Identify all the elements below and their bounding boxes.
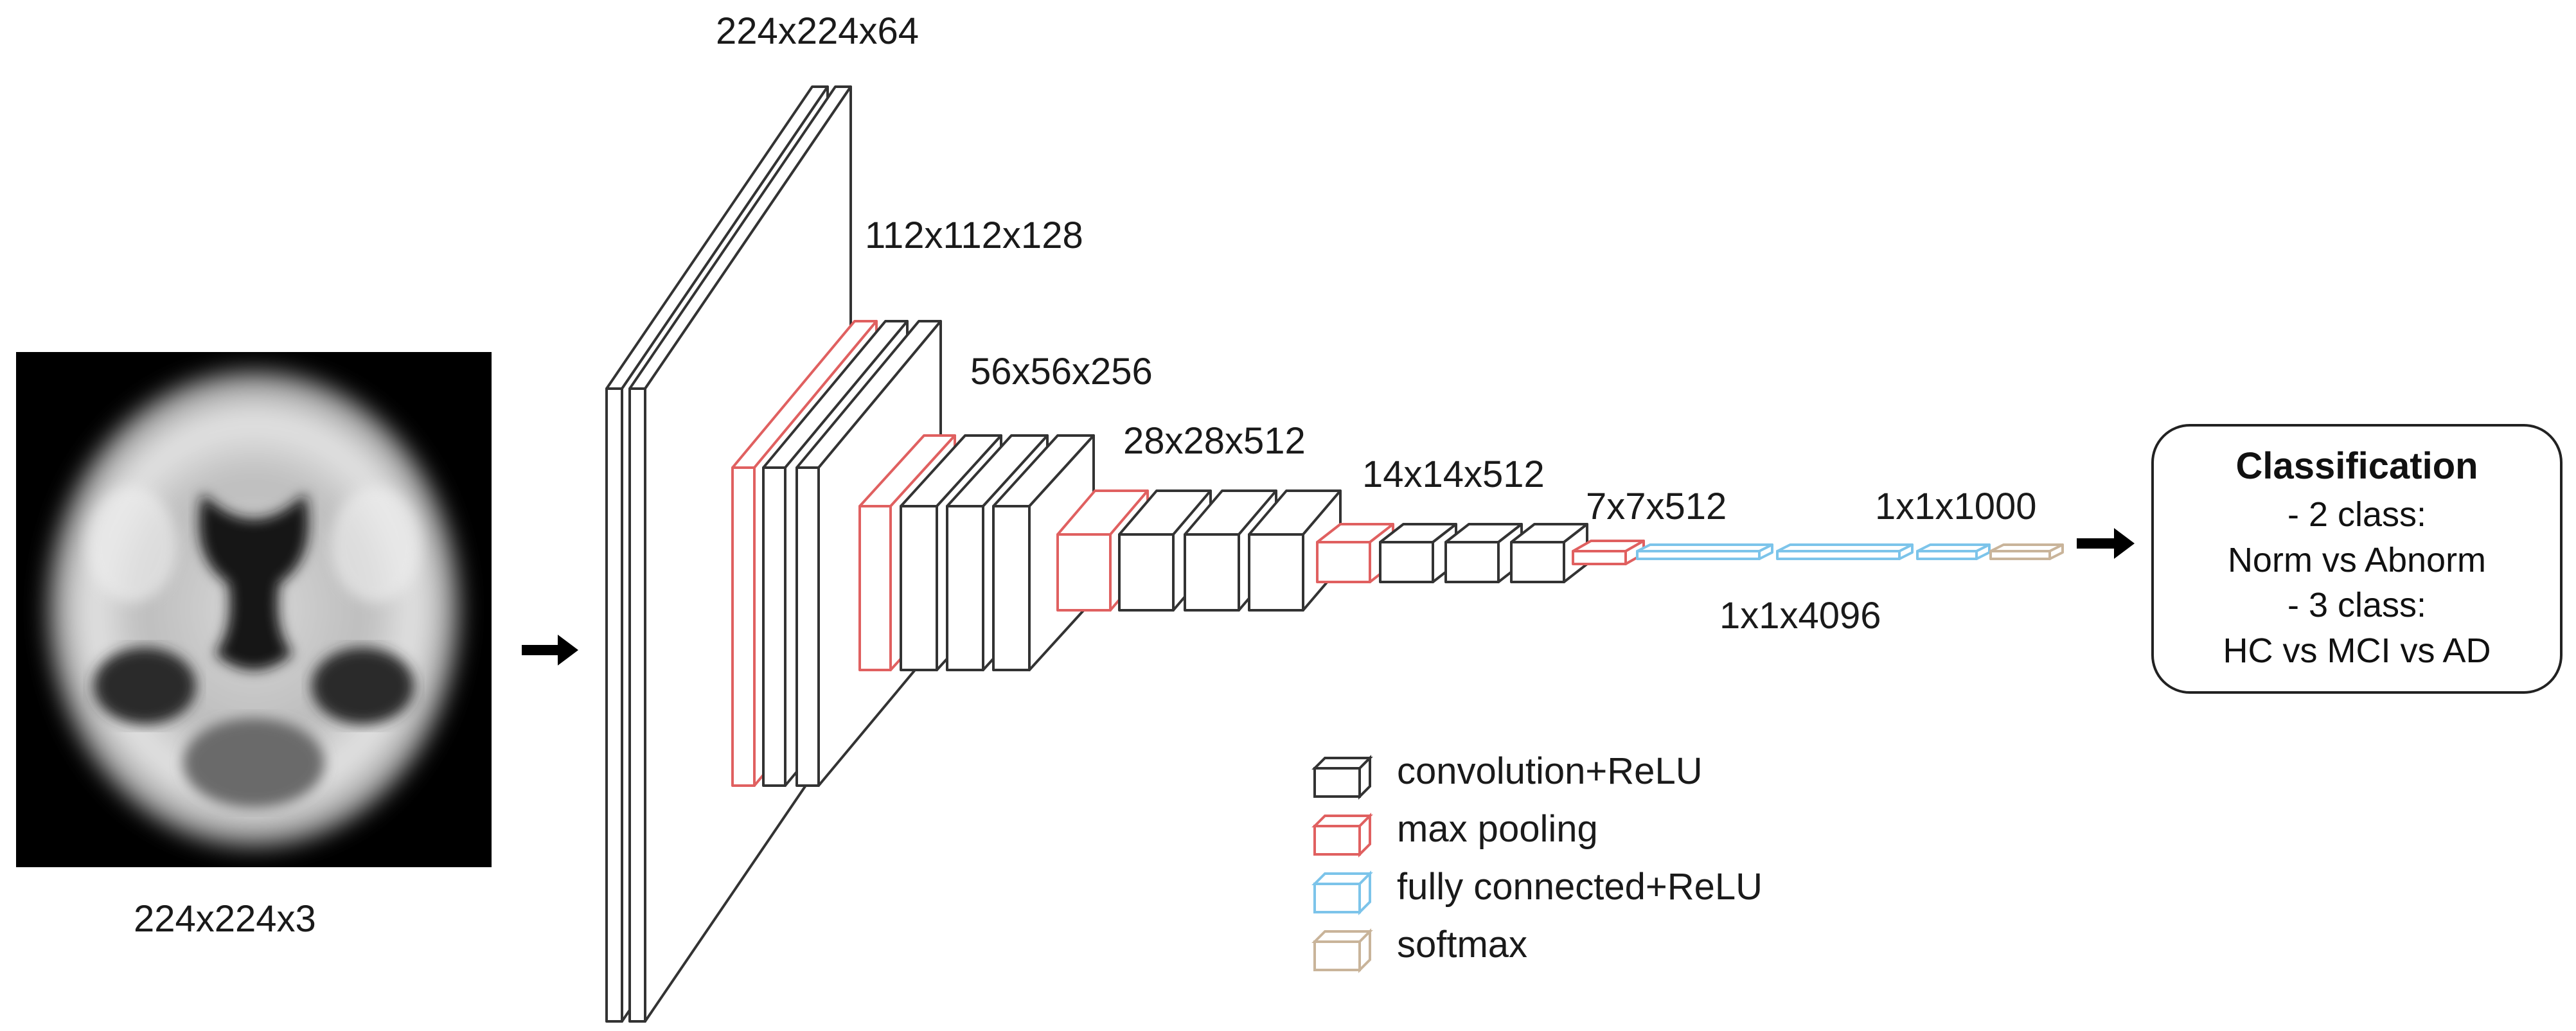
- legend-label-pool: max pooling: [1397, 808, 1598, 850]
- legend-label-fc: fully connected+ReLU: [1397, 866, 1763, 908]
- conv-block-5a: [1379, 523, 1457, 583]
- classification-line: HC vs MCI vs AD: [2223, 631, 2491, 671]
- legend-swatch: [1311, 755, 1373, 800]
- softmax-block: [1989, 543, 2064, 560]
- conv-block-3b: [946, 434, 1049, 671]
- fc-block-2: [1776, 543, 1914, 560]
- layer-label-conv5: 14x14x512: [1362, 454, 1545, 495]
- layer-label-softmax: 1x1x1000: [1875, 486, 2037, 527]
- legend-swatch: [1311, 870, 1373, 915]
- layer-label-conv3: 56x56x256: [970, 351, 1153, 392]
- legend-swatch: [1311, 813, 1373, 858]
- pool-block-4: [1316, 523, 1394, 583]
- layer-label-conv1: 224x224x64: [716, 10, 919, 52]
- conv-block-4b: [1184, 489, 1277, 612]
- classification-line: - 2 class:: [2287, 495, 2427, 534]
- legend-label-conv: convolution+ReLU: [1397, 750, 1703, 792]
- fc-block-3: [1916, 543, 1991, 560]
- brain-mri-image: [16, 352, 492, 867]
- conv-block-5c: [1510, 523, 1588, 583]
- right-arrow-icon: [2077, 528, 2135, 559]
- conv-block-2b: [795, 320, 942, 787]
- pool-block-3: [1056, 489, 1149, 612]
- conv-block-1b: [628, 85, 852, 1023]
- layer-label-pool5: 7x7x512: [1586, 486, 1727, 527]
- classification-line: - 3 class:: [2287, 586, 2427, 625]
- layer-label-conv2: 112x112x128: [865, 215, 1083, 256]
- pool-block-2: [858, 434, 956, 671]
- layer-label-fc: 1x1x4096: [1719, 595, 1881, 637]
- right-arrow-icon: [522, 635, 578, 665]
- conv-block-1a: [605, 85, 829, 1023]
- conv-block-3a: [900, 434, 1002, 671]
- conv-block-4a: [1118, 489, 1212, 612]
- classification-box: Classification - 2 class: Norm vs Abnorm…: [2151, 424, 2563, 694]
- pool-block-1: [731, 320, 878, 787]
- classification-line: Norm vs Abnorm: [2227, 540, 2487, 579]
- input-size-label: 224x224x3: [134, 898, 316, 940]
- conv-block-5b: [1444, 523, 1523, 583]
- conv-block-4c: [1248, 489, 1342, 612]
- fc-block-1: [1636, 543, 1773, 560]
- conv-block-2a: [762, 320, 909, 787]
- legend-label-softmax: softmax: [1397, 924, 1528, 965]
- classification-title: Classification: [2235, 445, 2478, 487]
- legend-swatch: [1311, 928, 1373, 973]
- conv-block-3c: [992, 434, 1095, 671]
- layer-label-conv4: 28x28x512: [1123, 420, 1306, 462]
- pool-block-5: [1572, 540, 1645, 565]
